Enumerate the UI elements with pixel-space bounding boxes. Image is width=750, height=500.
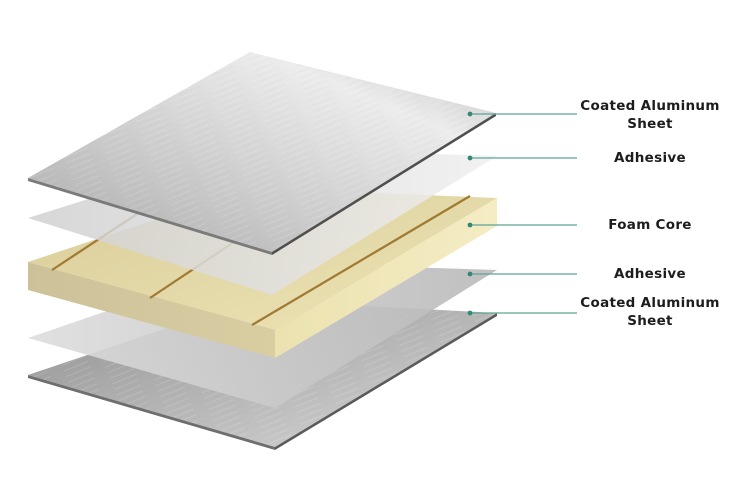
leader-top-sheet [467, 111, 577, 117]
leader-lines [467, 111, 577, 316]
leader-bottom-adhesive [467, 271, 577, 277]
leader-bottom-sheet [467, 310, 577, 316]
label-line: Sheet [627, 116, 673, 132]
leader-foam-core [467, 222, 577, 228]
label-foam-core: Foam Core [570, 216, 730, 234]
label-bottom-adhesive: Adhesive [570, 265, 730, 283]
label-line: Foam Core [608, 217, 692, 233]
label-line: Coated Aluminum [580, 98, 720, 114]
label-line: Adhesive [614, 266, 686, 282]
label-line: Adhesive [614, 150, 686, 166]
label-bottom-aluminum-sheet: Coated Aluminum Sheet [570, 294, 730, 330]
label-top-adhesive: Adhesive [570, 149, 730, 167]
top-aluminum-sheet [28, 52, 496, 255]
label-line: Sheet [627, 313, 673, 329]
label-top-aluminum-sheet: Coated Aluminum Sheet [570, 97, 730, 133]
label-line: Coated Aluminum [580, 295, 720, 311]
leader-top-adhesive [467, 155, 577, 161]
